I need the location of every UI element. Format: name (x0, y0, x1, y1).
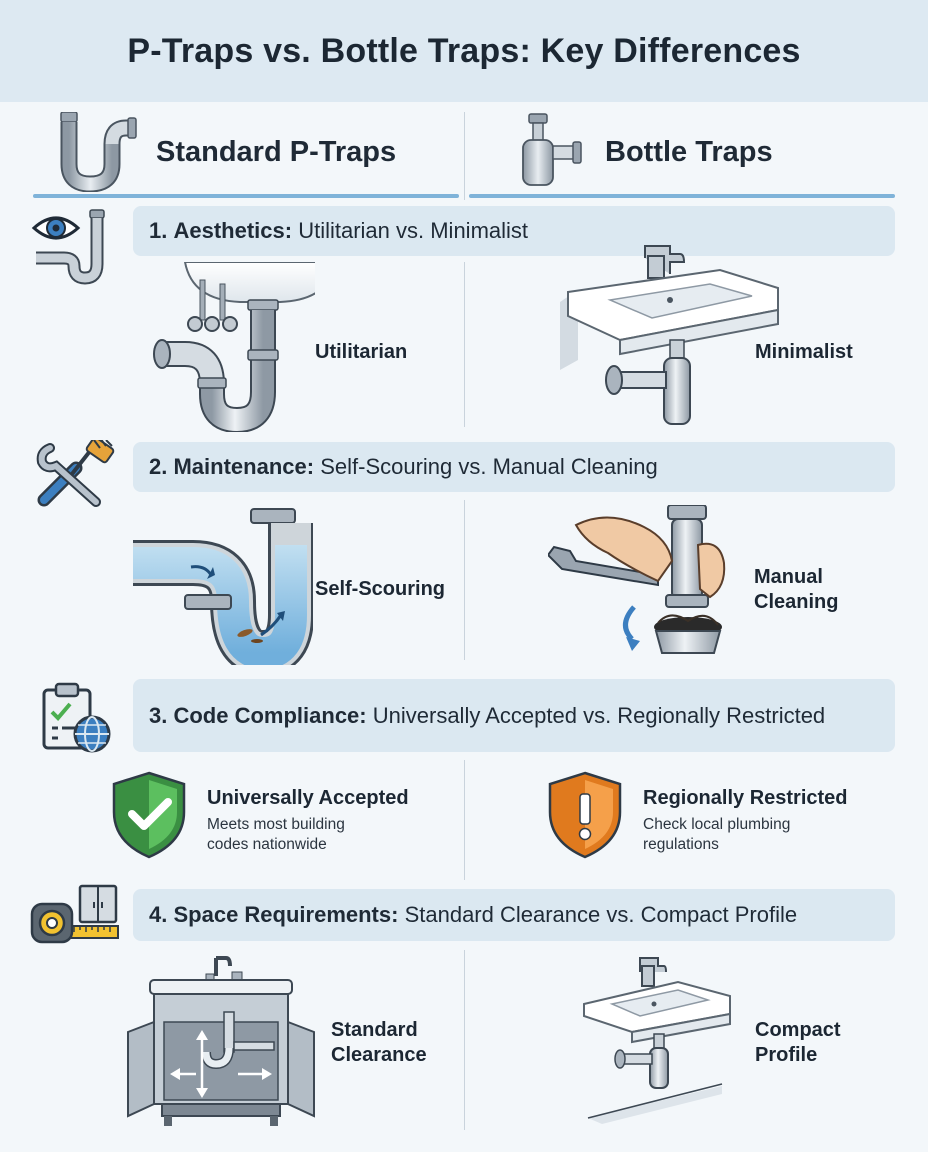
regionally-restricted-title: Regionally Restricted (643, 787, 848, 809)
section-label: Code Compliance: (173, 702, 367, 728)
section-space-requirements-header: 4. Space Requirements: Standard Clearanc… (133, 889, 895, 941)
manual-cleaning-illustration (548, 505, 726, 654)
utilitarian-p-trap-illustration (153, 262, 315, 432)
caption-line: Compact (755, 1019, 841, 1041)
caption-self-scouring: Self-Scouring (315, 578, 446, 600)
caption-compact-profile: Compact Profile (755, 1018, 841, 1068)
orange-shield-warning-icon (548, 771, 622, 859)
caption-line: Standard (331, 1019, 418, 1041)
caption-line: Profile (755, 1044, 818, 1066)
page-title: P-Traps vs. Bottle Traps: Key Difference… (127, 31, 801, 70)
regionally-restricted-note: Check local plumbing (643, 816, 791, 833)
compact-profile-illustration (583, 957, 731, 1124)
wrench-brush-icon (36, 440, 115, 507)
column-header-bottle-traps: Bottle Traps (515, 112, 895, 192)
section-number: 4. (149, 902, 168, 927)
caption-utilitarian: Utilitarian (315, 341, 408, 363)
section-text: Universally Accepted vs. Regionally Rest… (372, 702, 826, 728)
universally-accepted-note: Meets most building (207, 816, 345, 833)
column-divider (464, 262, 465, 427)
universally-accepted-note: codes nationwide (207, 836, 327, 853)
regionally-restricted-block: Regionally Restricted Check local plumbi… (643, 786, 848, 855)
caption-minimalist: Minimalist (755, 341, 853, 363)
caption-line: Cleaning (754, 591, 839, 613)
tape-measure-cabinet-icon (30, 884, 119, 944)
self-scouring-illustration (133, 508, 313, 665)
section-aesthetics-header: 1. Aesthetics: Utilitarian vs. Minimalis… (133, 206, 895, 256)
eye-pipe-icon (31, 209, 105, 285)
column-divider (464, 112, 465, 200)
section-text: Self-Scouring vs. Manual Cleaning (320, 454, 658, 479)
column-rule-left (33, 194, 459, 198)
standard-clearance-illustration (127, 956, 315, 1126)
caption-line: Manual (754, 566, 823, 588)
bottle-trap-icon (522, 113, 582, 186)
section-label: Maintenance: (173, 454, 315, 479)
section-code-compliance-header: 3. Code Compliance: Universally Accepted… (133, 679, 895, 752)
section-label: Space Requirements: (173, 902, 399, 927)
section-number: 2. (149, 454, 168, 479)
section-label: Aesthetics: (173, 218, 293, 243)
section-text: Utilitarian vs. Minimalist (298, 218, 529, 243)
caption-line: Clearance (331, 1044, 427, 1066)
section-number: 1. (149, 218, 168, 243)
column-rule-right (469, 194, 895, 198)
caption-manual-cleaning: Manual Cleaning (754, 565, 838, 615)
column-header-p-traps: Standard P-Traps (50, 112, 450, 192)
universally-accepted-title: Universally Accepted (207, 787, 409, 809)
section-number: 3. (149, 702, 168, 728)
column-label-right: Bottle Traps (605, 135, 773, 168)
title-band: P-Traps vs. Bottle Traps: Key Difference… (0, 0, 928, 102)
clipboard-globe-icon (42, 682, 111, 753)
green-shield-check-icon (112, 771, 186, 859)
column-label-left: Standard P-Traps (156, 135, 397, 168)
section-text: Standard Clearance vs. Compact Profile (404, 902, 798, 927)
p-trap-icon (60, 112, 137, 192)
minimalist-bottle-trap-illustration (560, 245, 779, 425)
caption-standard-clearance: Standard Clearance (331, 1018, 427, 1068)
column-divider (464, 760, 465, 880)
regionally-restricted-note: regulations (643, 836, 719, 853)
section-maintenance-header: 2. Maintenance: Self-Scouring vs. Manual… (133, 442, 895, 492)
column-divider (464, 500, 465, 660)
universally-accepted-block: Universally Accepted Meets most building… (207, 786, 409, 855)
column-divider (464, 950, 465, 1130)
